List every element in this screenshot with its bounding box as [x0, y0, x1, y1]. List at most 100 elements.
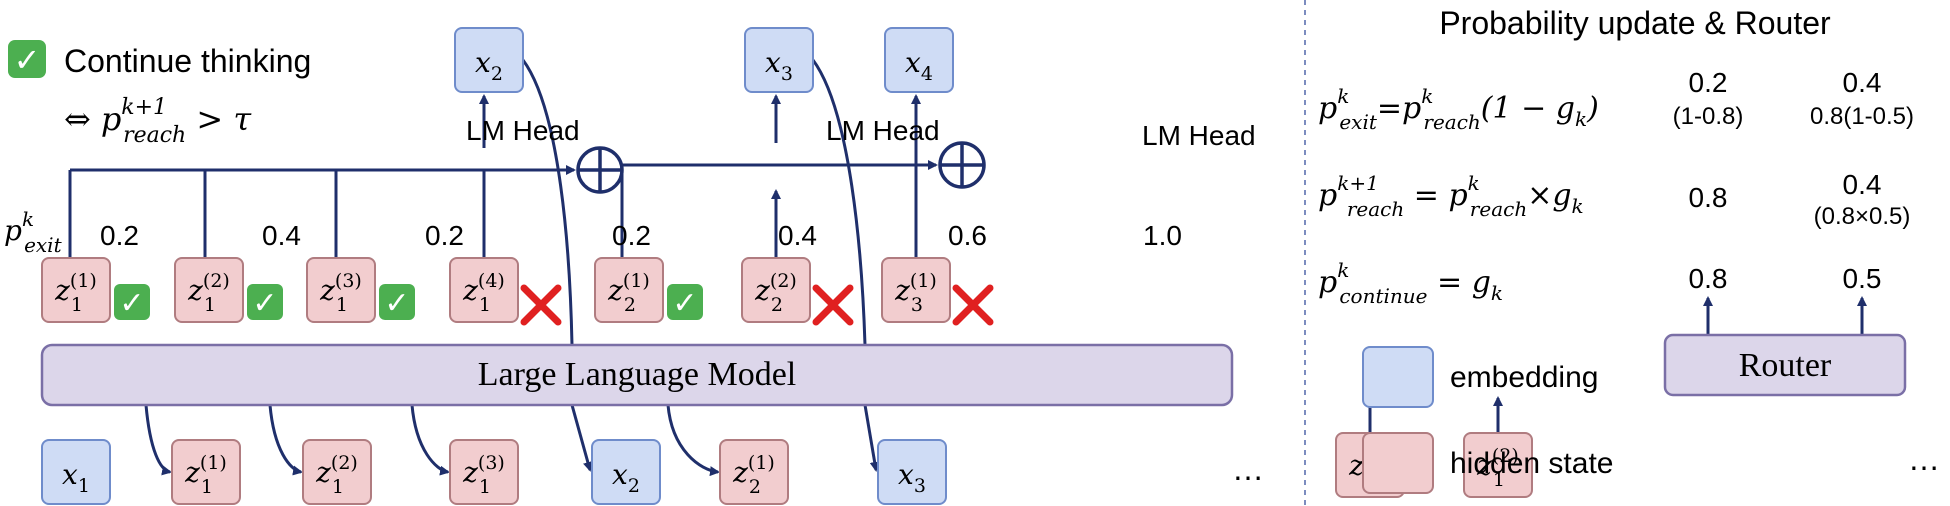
- continue-thinking-label: Continue thinking: [64, 43, 311, 79]
- lm-head-label-3: LM Head: [1142, 120, 1256, 151]
- check-icon-5: [667, 284, 703, 320]
- embedding-top-3: [884, 27, 954, 93]
- hidden-state-bottom-1: [171, 439, 241, 505]
- router-block: [1663, 333, 1907, 397]
- hidden-state-bottom-2: [302, 439, 372, 505]
- exit-prob-1: 0.2: [100, 220, 139, 251]
- embedding-top-2: [744, 27, 814, 93]
- feed-arrow-3: [410, 404, 450, 476]
- sum-node-1: [576, 146, 624, 194]
- hidden-state-bottom-3-label: z(3)1: [462, 452, 505, 498]
- col1-exit-value: 0.2: [1689, 67, 1728, 98]
- check-icon-5-glyph: ✓: [672, 287, 697, 320]
- ellipsis-router: …: [1908, 441, 1940, 477]
- embedding-bottom-3-label: x3: [898, 458, 926, 497]
- large-language-model-block: [40, 343, 1234, 407]
- connection-lines: [68, 59, 1867, 477]
- hidden-state-top-2-label: z(2)1: [187, 270, 230, 316]
- router-label: Router: [1739, 347, 1832, 384]
- cross-icon-7: [952, 284, 994, 326]
- check-icon-3: [379, 284, 415, 320]
- hidden-state-top-1: [41, 257, 111, 323]
- hidden-state-legend-swatch: [1362, 432, 1434, 494]
- ellipsis-main: …: [1232, 451, 1264, 487]
- col1-continue-value: 0.8: [1689, 263, 1728, 294]
- embedding-top-1-label: x2: [475, 46, 503, 85]
- exit-prob-2: 0.4: [262, 220, 301, 251]
- check-icon-2: [247, 284, 283, 320]
- hidden-state-top-4: [449, 257, 519, 323]
- embedding-legend-label: embedding: [1450, 361, 1598, 394]
- x2-feed-arrow: [570, 404, 593, 472]
- embedding-top-2-label: x3: [765, 46, 793, 85]
- check-icon-1-glyph: ✓: [119, 287, 144, 320]
- exit-prob-7: 1.0: [1143, 220, 1182, 251]
- router-input-2: [1463, 432, 1533, 498]
- hidden-state-top-5-label: z(1)2: [607, 270, 650, 316]
- embedding-bottom-3: [877, 439, 947, 505]
- hidden-state-top-5: [594, 257, 664, 323]
- feed-arrow-4: [666, 404, 720, 477]
- right-panel-title: Probability update & Router: [1439, 5, 1831, 41]
- feed-arrow-2: [268, 404, 303, 476]
- exit-prob-4: 0.2: [612, 220, 651, 251]
- hidden-state-bottom-4: [719, 439, 789, 505]
- hidden-state-top-1-label: z(1)1: [54, 270, 97, 316]
- check-icon-1: [114, 284, 150, 320]
- large-language-model-label: Large Language Model: [478, 356, 796, 393]
- check-icon-3-glyph: ✓: [384, 287, 409, 320]
- check-icon-2-glyph: ✓: [252, 287, 277, 320]
- checkmark-glyph: ✓: [14, 42, 41, 78]
- hidden-state-bottom-1-label: z(1)1: [184, 452, 227, 498]
- hidden-state-top-2: [174, 257, 244, 323]
- hidden-state-legend-label: hidden state: [1450, 447, 1613, 480]
- exit-prob-6: 0.6: [948, 220, 987, 251]
- col2-reach-value: 0.4: [1843, 169, 1882, 200]
- hidden-state-bottom-3: [449, 439, 519, 505]
- hidden-state-top-6: [741, 257, 811, 323]
- embedding-top-3-label: x4: [905, 46, 933, 85]
- x3-feed-arrow: [863, 404, 880, 472]
- embedding-top-1: [454, 27, 524, 93]
- router-input-2-label: z(2)1: [1476, 445, 1519, 491]
- hidden-state-top-3-label: z(3)1: [319, 270, 362, 316]
- col2-exit-value: 0.4: [1843, 67, 1882, 98]
- checkmark-icon: [8, 40, 46, 78]
- col1-exit-note: (1-0.8): [1673, 103, 1744, 130]
- embedding-bottom-2: [591, 439, 661, 505]
- x3-feed-line: [811, 59, 867, 346]
- hidden-state-top-6-label: z(2)2: [754, 270, 797, 316]
- cross-icon-4: [520, 284, 562, 326]
- col2-exit-note: 0.8(1-0.5): [1810, 103, 1914, 130]
- col2-continue-value: 0.5: [1843, 263, 1882, 294]
- embedding-bottom-1-label: x1: [62, 458, 90, 497]
- embedding-legend-swatch: [1362, 346, 1434, 408]
- x2-feed-line: [521, 59, 574, 346]
- embedding-bottom-1: [41, 439, 111, 505]
- col1-reach-value: 0.8: [1689, 182, 1728, 213]
- lm-head-label-1: LM Head: [466, 115, 580, 146]
- hidden-state-bottom-4-label: z(1)2: [732, 452, 775, 498]
- exit-prob-3: 0.2: [425, 220, 464, 251]
- hidden-state-top-7: [881, 257, 951, 323]
- sum-node-2: [938, 141, 986, 189]
- hidden-state-bottom-2-label: z(2)1: [315, 452, 358, 498]
- col2-reach-note: (0.8×0.5): [1814, 203, 1911, 230]
- embedding-bottom-2-label: x2: [612, 458, 640, 497]
- hidden-state-top-3: [306, 257, 376, 323]
- cross-icon-6: [812, 284, 854, 326]
- feed-arrow-1: [144, 404, 172, 476]
- hidden-state-top-7-label: z(1)3: [894, 270, 937, 316]
- hidden-state-top-4-label: z(4)1: [462, 270, 505, 316]
- exit-prob-5: 0.4: [778, 220, 817, 251]
- lm-head-label-2: LM Head: [826, 115, 940, 146]
